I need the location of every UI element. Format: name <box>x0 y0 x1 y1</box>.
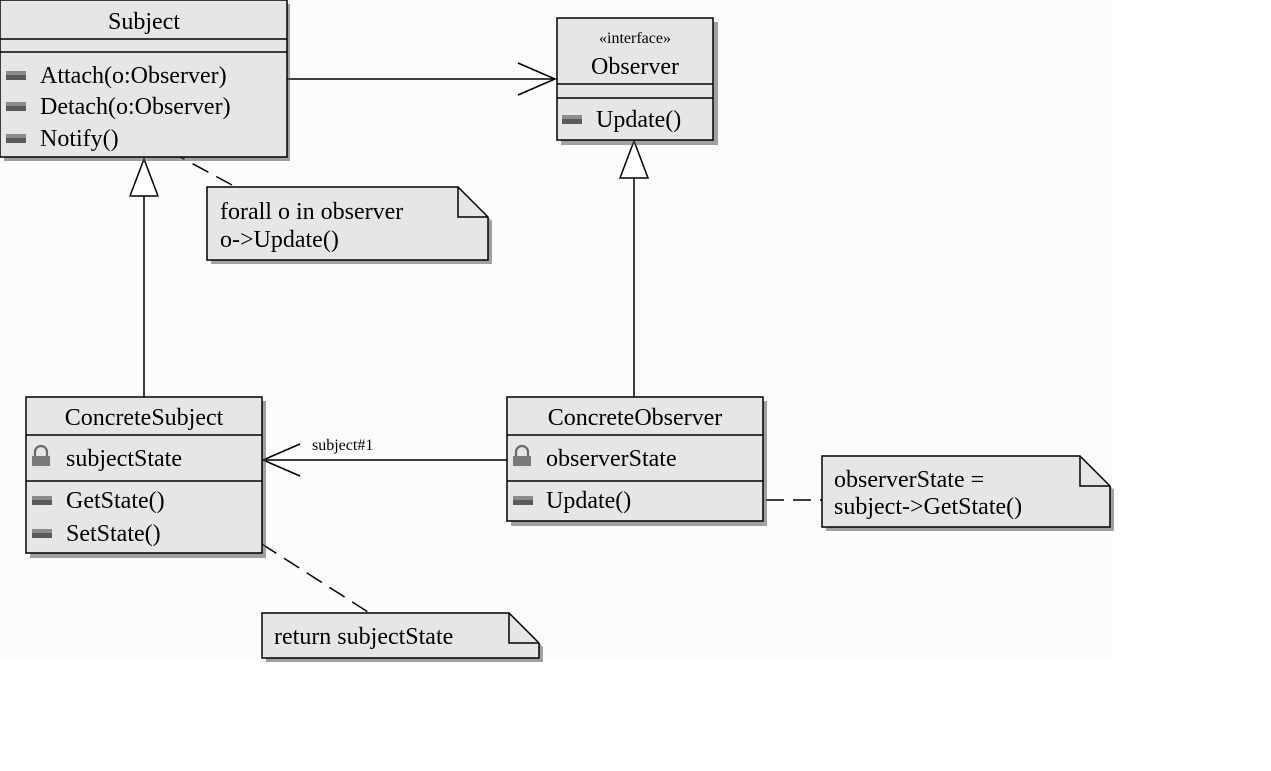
operation-icon <box>32 529 52 538</box>
operation-icon <box>32 496 52 505</box>
operation-row: Update() <box>513 488 631 514</box>
note-getstate[interactable]: return subjectState <box>261 612 543 662</box>
note-line: subject->GetState() <box>834 494 1022 520</box>
operation-row: GetState() <box>32 488 165 514</box>
operation-icon <box>513 496 533 505</box>
operation-icon <box>6 134 26 143</box>
class-name: Observer <box>591 54 679 80</box>
note-line: forall o in observer <box>220 199 403 225</box>
class-subject[interactable]: Subject Attach(o:Observer) Detach(o:Obse… <box>0 0 290 161</box>
operation-label: Update() <box>546 488 631 514</box>
attribute-label: subjectState <box>66 446 182 472</box>
note-line: observerState = <box>834 467 984 493</box>
class-name: ConcreteObserver <box>548 405 723 431</box>
subject-role-label: subject#1 <box>312 437 373 454</box>
note-update[interactable]: observerState = subject->GetState() <box>821 455 1114 531</box>
operation-row: Detach(o:Observer) <box>6 94 231 120</box>
class-name: ConcreteSubject <box>65 405 224 431</box>
class-concrete-subject[interactable]: ConcreteSubject subjectState GetState() … <box>25 396 266 558</box>
class-name: Subject <box>108 9 180 35</box>
stereotype-label: «interface» <box>599 30 671 47</box>
association-arrowhead <box>517 62 557 96</box>
attribute-label: observerState <box>546 446 677 472</box>
note-line: return subjectState <box>274 624 453 650</box>
operation-row: SetState() <box>32 521 161 547</box>
class-concrete-observer[interactable]: ConcreteObserver observerState Update() <box>506 396 767 526</box>
generalization-triangle-observer <box>618 138 650 179</box>
operation-label: SetState() <box>66 521 161 547</box>
operation-icon <box>6 102 26 111</box>
operation-icon <box>562 115 582 124</box>
operation-row: Update() <box>562 107 681 133</box>
operation-label: Detach(o:Observer) <box>40 94 231 120</box>
operation-icon <box>6 71 26 80</box>
interface-observer[interactable]: «interface» Observer Update() <box>556 17 718 145</box>
operation-label: Update() <box>596 107 681 133</box>
note-line: o->Update() <box>220 227 339 253</box>
attribute-row: observerState <box>511 444 677 472</box>
operation-row: Notify() <box>6 126 119 152</box>
operation-label: GetState() <box>66 488 165 514</box>
operation-label: Attach(o:Observer) <box>40 63 227 89</box>
attribute-row: subjectState <box>30 444 182 472</box>
operation-row: Attach(o:Observer) <box>6 63 227 89</box>
operation-label: Notify() <box>40 126 119 152</box>
note-notify[interactable]: forall o in observer o->Update() <box>206 186 492 264</box>
generalization-triangle-subject <box>128 156 160 197</box>
